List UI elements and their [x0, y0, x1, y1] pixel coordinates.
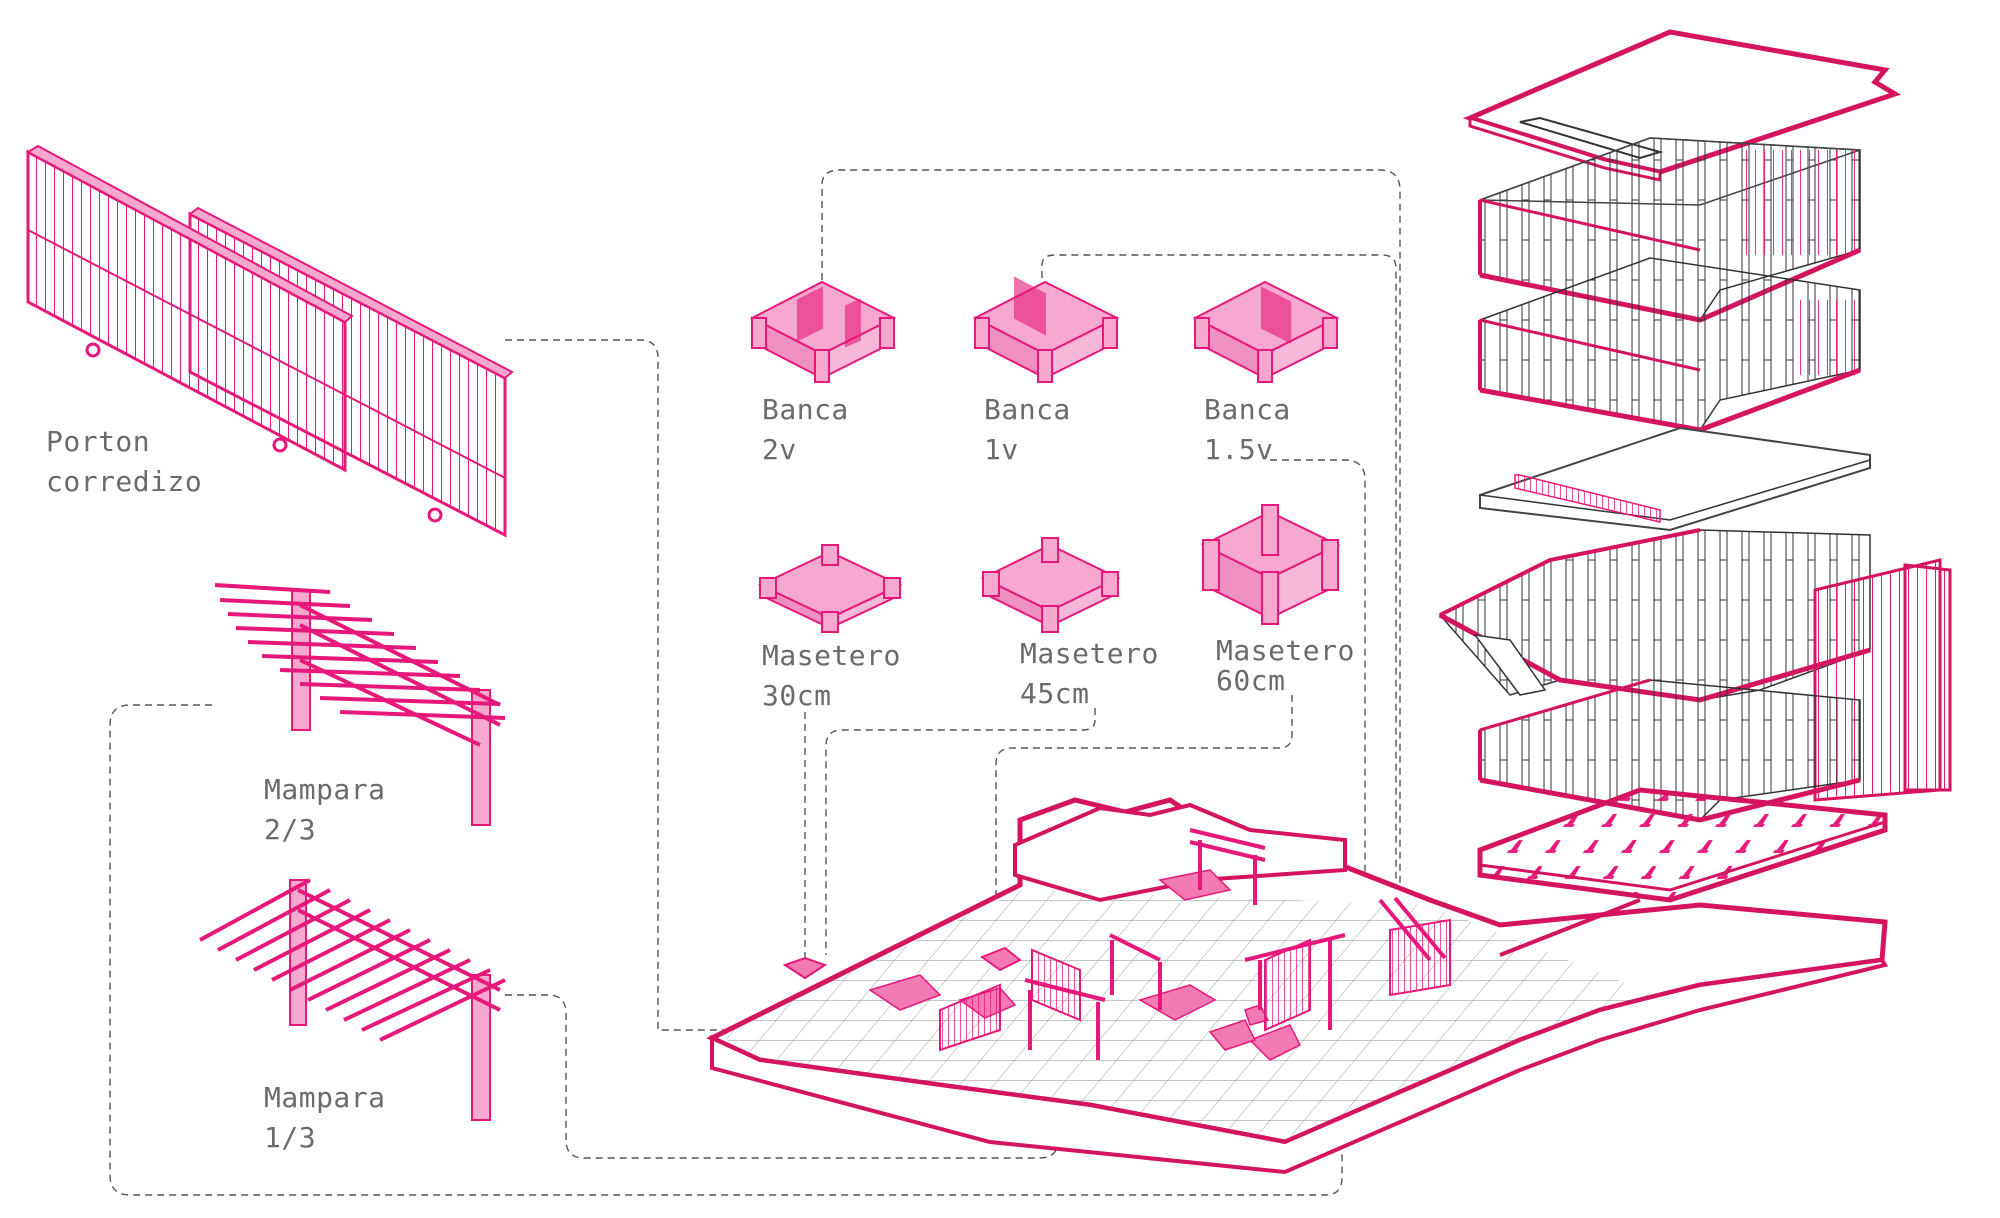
masetero-60cm-drawing	[1200, 504, 1341, 625]
label-mampara-2-3: Mampara 2/3	[264, 773, 386, 846]
label-masetero-60cm: Masetero 60cm	[1216, 634, 1355, 697]
banca-1v-drawing	[972, 276, 1120, 383]
banca-1-5v-drawing	[1192, 280, 1340, 383]
label-masetero-45cm: Masetero 45cm	[1020, 637, 1159, 710]
foundation-slab	[1477, 787, 1888, 903]
label-mampara-1-3: Mampara 1/3	[264, 1081, 386, 1154]
leader-lines	[109, 169, 1401, 1196]
label-banca-1v: Banca 1v	[984, 393, 1071, 466]
masetero-30cm-drawing	[757, 544, 903, 633]
label-banca-2v: Banca 2v	[762, 393, 849, 466]
mampara-1-3-drawing	[199, 878, 506, 1121]
mampara-2-3-drawing	[214, 583, 506, 826]
level-3-structure	[1478, 257, 1861, 433]
ground-floor-plan	[706, 797, 1889, 1175]
label-masetero-30cm: Masetero 30cm	[762, 639, 901, 712]
porton-corredizo-drawing	[25, 144, 514, 538]
label-porton-corredizo: Porton corredizo	[46, 425, 203, 498]
middle-slab	[1479, 426, 1871, 532]
label-banca-1-5v: Banca 1.5v	[1204, 393, 1291, 466]
level-1-structure	[1478, 678, 1861, 823]
masetero-45cm-drawing	[980, 537, 1121, 633]
banca-2v-drawing	[749, 280, 897, 383]
